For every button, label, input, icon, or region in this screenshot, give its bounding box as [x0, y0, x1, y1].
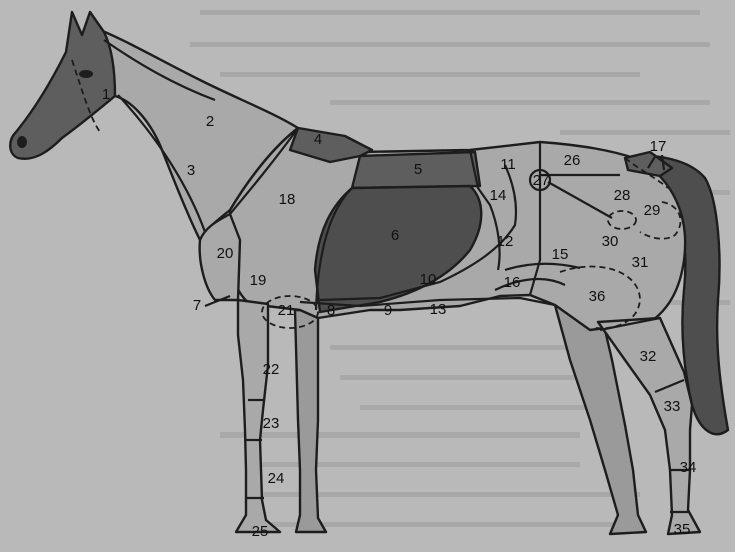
label-10: 10 [420, 271, 437, 288]
label-28: 28 [614, 187, 631, 204]
label-20: 20 [217, 245, 234, 262]
label-19: 19 [250, 272, 267, 289]
label-4: 4 [314, 131, 322, 148]
label-27: 27 [533, 172, 550, 189]
label-6: 6 [391, 227, 399, 244]
label-11: 11 [500, 156, 516, 173]
label-30: 30 [602, 233, 619, 250]
label-12: 12 [497, 233, 514, 250]
region-head [10, 12, 115, 159]
label-21: 21 [278, 302, 295, 319]
label-32: 32 [640, 348, 657, 365]
eye-icon [79, 70, 93, 78]
label-33: 33 [664, 398, 681, 415]
label-22: 22 [263, 361, 280, 378]
label-3: 3 [187, 162, 195, 179]
label-29: 29 [644, 202, 661, 219]
label-17: 17 [650, 138, 667, 155]
label-25: 25 [252, 523, 269, 540]
far-foreleg [295, 310, 326, 532]
label-15: 15 [552, 246, 569, 263]
label-31: 31 [632, 254, 649, 271]
label-8: 8 [327, 302, 335, 319]
label-9: 9 [384, 302, 392, 319]
label-23: 23 [263, 415, 280, 432]
label-1: 1 [102, 86, 110, 103]
label-16: 16 [504, 274, 521, 291]
label-7: 7 [193, 297, 201, 314]
nostril-icon [17, 136, 27, 148]
label-18: 18 [279, 191, 296, 208]
label-24: 24 [268, 470, 285, 487]
label-14: 14 [490, 187, 507, 204]
label-35: 35 [674, 521, 691, 538]
label-5: 5 [414, 161, 422, 178]
label-34: 34 [680, 459, 697, 476]
label-36: 36 [589, 288, 606, 305]
label-26: 26 [564, 152, 581, 169]
label-13: 13 [430, 301, 447, 318]
label-2: 2 [206, 113, 214, 130]
